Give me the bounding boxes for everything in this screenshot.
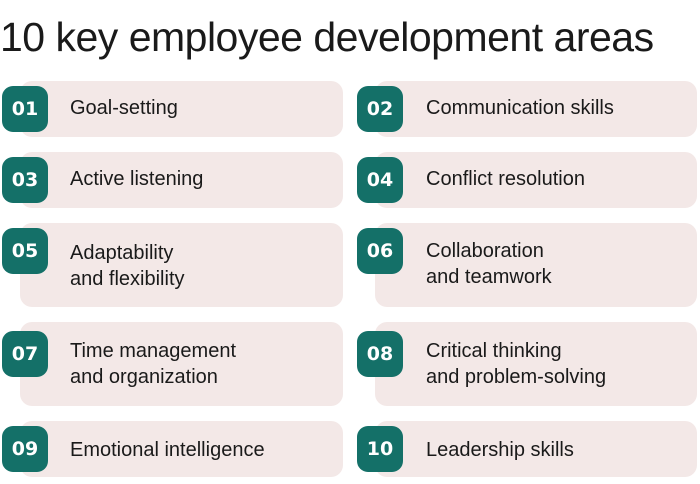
item-card-08 (375, 322, 697, 406)
item-label-08: Critical thinking and problem-solving (426, 340, 607, 388)
item-card-06 (375, 223, 697, 307)
item-number-badge-08: 08 (357, 331, 403, 377)
item-label-06: Collaboration and teamwork (426, 240, 552, 288)
item-label-05: Adaptability and flexibility (70, 242, 185, 290)
item-card-02 (375, 81, 697, 137)
item-label-02: Communication skills (426, 97, 614, 119)
item-number-badge-02: 02 (357, 86, 403, 132)
item-number-badge-07: 07 (2, 331, 48, 377)
item-card-01 (20, 81, 343, 137)
item-number-badge-06: 06 (357, 228, 403, 274)
item-card-10 (375, 421, 697, 477)
item-card-05 (20, 223, 343, 307)
item-label-07: Time management and organization (70, 340, 236, 388)
item-number-badge-05: 05 (2, 228, 48, 274)
item-label-04: Conflict resolution (426, 168, 585, 190)
item-label-03: Active listening (70, 168, 204, 190)
item-label-09: Emotional intelligence (70, 439, 265, 461)
item-number-badge-01: 01 (2, 86, 48, 132)
item-number-badge-10: 10 (357, 426, 403, 472)
item-label-01: Goal-setting (70, 97, 178, 119)
item-card-07 (20, 322, 343, 406)
item-number-badge-09: 09 (2, 426, 48, 472)
item-number-badge-04: 04 (357, 157, 403, 203)
item-card-04 (375, 152, 697, 208)
page-title: 10 key employee development areas (0, 14, 654, 60)
item-card-03 (20, 152, 343, 208)
item-label-10: Leadership skills (426, 439, 574, 461)
item-number-badge-03: 03 (2, 157, 48, 203)
item-card-09 (20, 421, 343, 477)
